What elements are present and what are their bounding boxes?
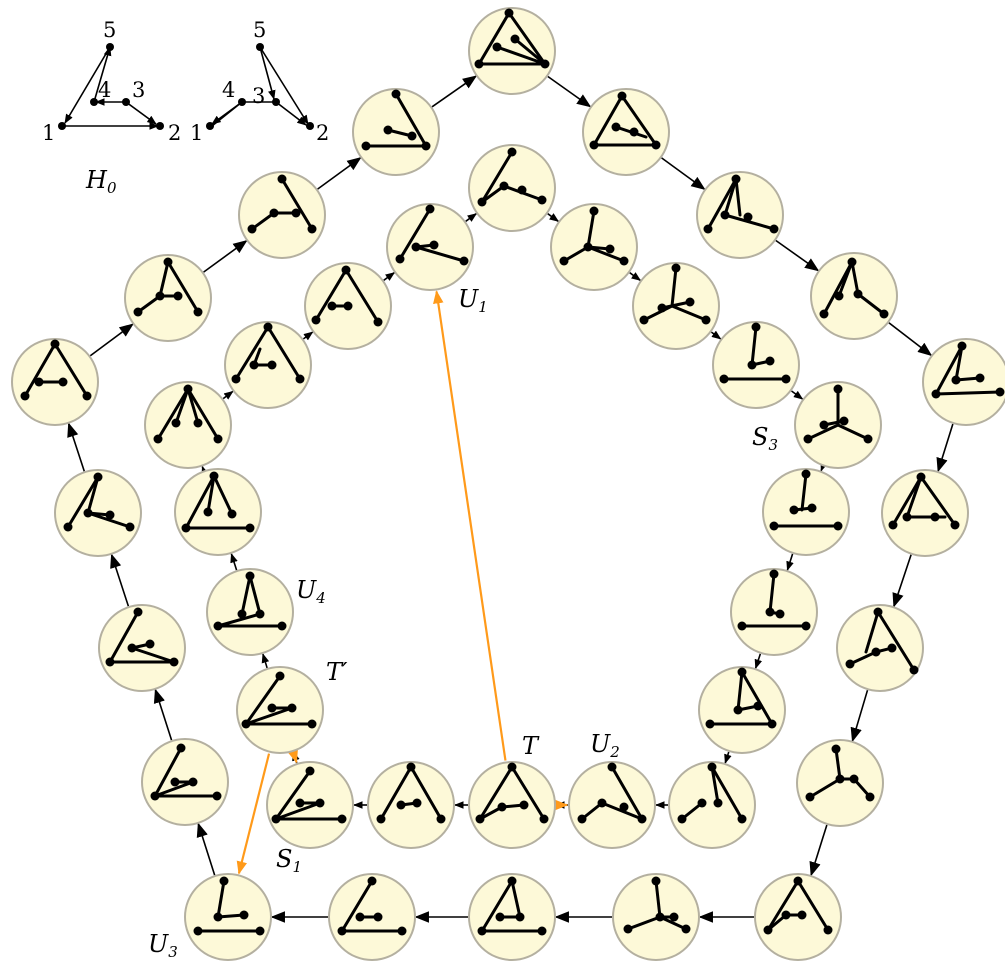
h0b-vertex-3: 3 (252, 84, 265, 108)
state-node (468, 7, 556, 95)
state-node (174, 468, 262, 556)
state-node (224, 321, 312, 409)
transition-arrow (89, 323, 134, 357)
transition-arrows (67, 75, 954, 923)
transition-arrow (936, 423, 954, 473)
state-node (184, 873, 272, 961)
state-node (568, 761, 656, 849)
state-node (206, 568, 294, 656)
state-node (881, 469, 969, 557)
state-node (712, 321, 800, 409)
transition-arrow (110, 553, 130, 607)
state-node (54, 469, 142, 557)
transition-arrow (661, 157, 706, 190)
state-node (922, 338, 1005, 426)
label-u4: U4 (296, 576, 326, 607)
state-node (796, 739, 884, 827)
transition-arrow (809, 824, 828, 877)
state-node (236, 666, 324, 754)
state-node (698, 666, 786, 754)
transition-arrow (791, 390, 804, 400)
h0a-vertex-1: 1 (42, 121, 55, 145)
state-node (468, 873, 556, 961)
h0-graph-a: 5 4 3 1 2 (42, 18, 181, 145)
state-node (668, 761, 756, 849)
label-s1: S1 (276, 845, 302, 876)
state-node (266, 761, 354, 849)
label-t-prime: T′ (326, 658, 348, 686)
state-nodes (11, 7, 1005, 961)
h0b-vertex-5: 5 (253, 18, 266, 42)
transition-arrow (754, 653, 762, 670)
transition-arrow (724, 751, 732, 764)
state-node (468, 761, 556, 849)
transition-arrow (67, 422, 86, 472)
transition-arrow (850, 689, 869, 743)
transition-arrow (888, 322, 933, 357)
transition-arrow (230, 552, 238, 571)
transition-arrow (203, 240, 248, 273)
state-node (98, 604, 186, 692)
state-node (468, 144, 556, 232)
transition-arrow (433, 290, 507, 761)
transition-arrow (236, 753, 271, 875)
transition-arrow (775, 239, 820, 272)
transition-arrow (302, 331, 314, 341)
transition-arrow (547, 75, 592, 108)
state-node (550, 203, 638, 291)
state-node (386, 203, 474, 291)
state-node (352, 88, 440, 176)
state-node (762, 468, 850, 556)
state-node (141, 738, 229, 826)
h0-graph-b: 5 4 3 1 2 (190, 18, 329, 145)
label-t: T (522, 732, 540, 760)
transition-arrow (153, 688, 173, 741)
state-node (304, 262, 392, 350)
transition-arrow (710, 330, 722, 340)
transition-arrow (261, 653, 270, 669)
transition-arrow (201, 465, 209, 477)
state-node (367, 761, 455, 849)
state-node (632, 262, 720, 350)
h0-label: H0 (85, 166, 117, 197)
transition-arrow (222, 390, 234, 400)
transition-arrow (431, 75, 478, 108)
label-u3: U3 (148, 930, 178, 961)
h0b-vertex-1: 1 (190, 121, 203, 145)
transition-arrow (547, 213, 560, 222)
state-node (836, 604, 924, 692)
transition-arrow (629, 272, 642, 281)
state-node (696, 171, 784, 259)
state-node (754, 873, 842, 961)
state-node (328, 873, 416, 961)
transition-arrow (820, 461, 828, 472)
transition-arrow (892, 554, 912, 608)
state-node (11, 338, 99, 426)
h0b-vertex-2: 2 (316, 121, 329, 145)
transition-arrow (465, 213, 478, 222)
state-node (582, 88, 670, 176)
state-node (730, 568, 818, 656)
label-u1: U1 (458, 285, 488, 316)
transition-arrow (287, 749, 298, 764)
state-node (794, 381, 882, 469)
h0a-vertex-2: 2 (168, 121, 181, 145)
transition-arrow (383, 272, 396, 281)
state-node (612, 873, 700, 961)
h0a-vertex-4: 4 (98, 78, 111, 102)
h0a-vertex-3: 3 (132, 78, 145, 102)
state-node (124, 254, 212, 342)
transition-arrow (317, 157, 362, 190)
state-node (238, 171, 326, 259)
label-s3: S3 (752, 423, 778, 454)
h0b-vertex-4: 4 (222, 78, 235, 102)
transition-arrow (196, 822, 216, 876)
state-node (810, 252, 898, 340)
h0a-vertex-5: 5 (103, 18, 116, 42)
transition-arrow (786, 553, 794, 572)
state-node (144, 381, 232, 469)
label-u2: U2 (590, 730, 620, 761)
